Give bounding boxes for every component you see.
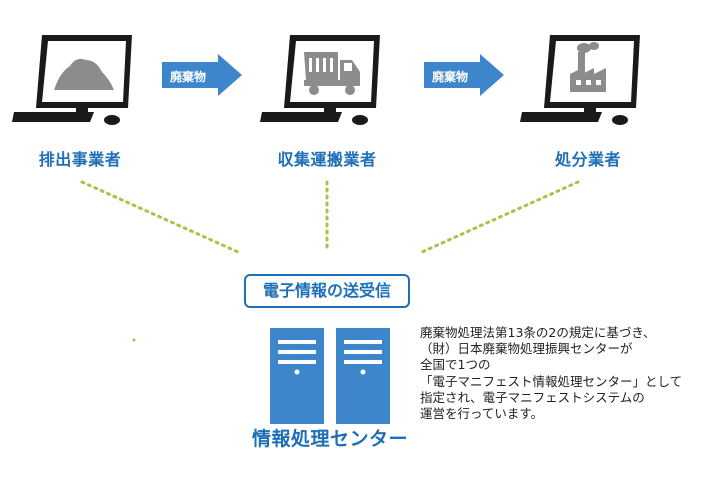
monitor-waste-generator (12, 30, 140, 130)
stray-dot (132, 338, 136, 342)
center-label: 情報処理センター (251, 428, 408, 450)
dump-truck-icon (304, 52, 360, 95)
monitor-disposer (520, 30, 648, 130)
monitor-transporter (260, 30, 388, 130)
connector-right (420, 180, 580, 254)
exchange-label-box: 電子情報の送受信 (244, 274, 410, 308)
description-line: 全国で1つの (420, 357, 491, 373)
description-line: （財）日本廃棄物処理振興センターが (420, 341, 633, 357)
arrow-label: 廃棄物 (432, 70, 469, 84)
waste-pile-icon (54, 58, 114, 90)
server-icon (268, 326, 392, 426)
factory-icon (570, 42, 606, 92)
description-line: 指定され、電子マニフェストシステムの (420, 389, 645, 405)
party-label-transporter: 収集運搬業者 (277, 150, 377, 169)
connector-left (80, 180, 240, 254)
description-line: 「電子マニフェスト情報処理センター」として (420, 373, 683, 389)
arrow-waste-1: 廃棄物 (162, 54, 242, 96)
description-line: 廃棄物処理法第13条の2の規定に基づき、 (420, 325, 656, 340)
party-label-waste-generator: 排出事業者 (38, 150, 122, 169)
arrow-label: 廃棄物 (170, 70, 207, 84)
description-line: 運営を行っています。 (420, 406, 544, 422)
party-label-disposer: 処分業者 (554, 150, 621, 169)
description-text: 廃棄物処理法第13条の2の規定に基づき、 （財）日本廃棄物処理振興センターが 全… (420, 325, 720, 422)
arrow-waste-2: 廃棄物 (424, 54, 504, 96)
